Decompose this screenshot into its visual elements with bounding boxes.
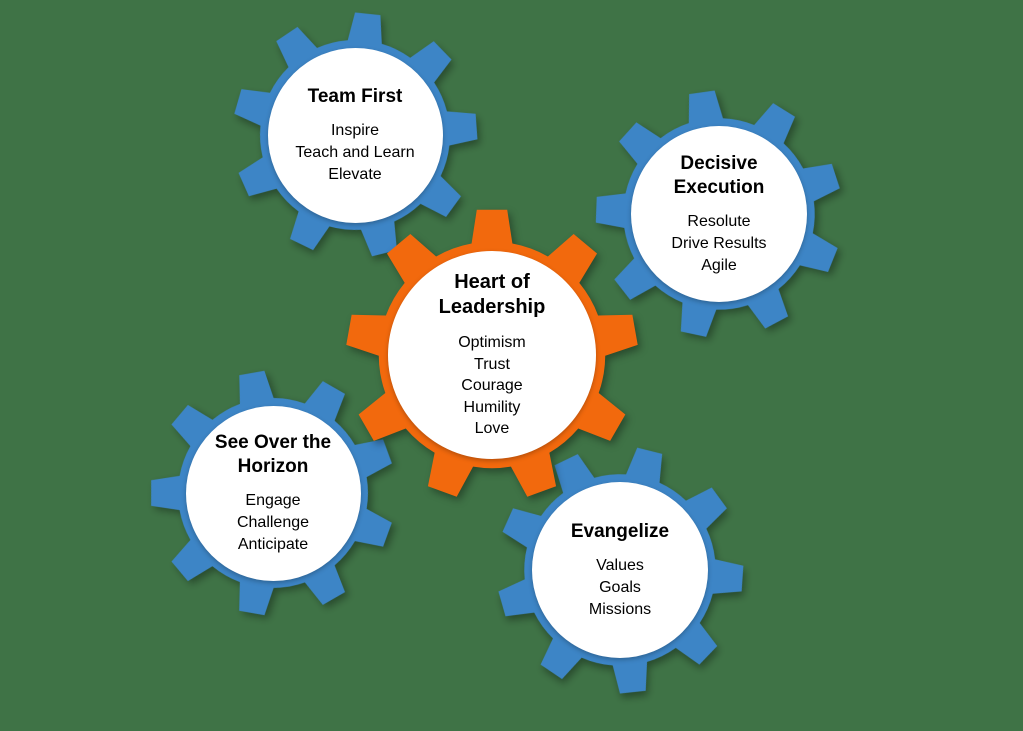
gear-title: Heart of Leadership xyxy=(438,271,546,318)
gear-title: Decisive Execution xyxy=(673,152,765,198)
gear-item: Optimism xyxy=(458,334,526,351)
gear-items: Inspire Teach and Learn Elevate xyxy=(295,120,414,185)
gear-decisive-execution: Decisive Execution Resolute Drive Result… xyxy=(593,88,845,340)
gear-item: Teach and Learn xyxy=(295,144,415,162)
gear-item: Drive Results xyxy=(671,234,767,252)
gear-item: Agile xyxy=(701,256,737,274)
gear-center-circle: Evangelize Values Goals Missions xyxy=(531,481,709,659)
gear-item: Elevate xyxy=(328,165,382,183)
gear-title: See Over the Horizon xyxy=(214,431,332,477)
gear-title: Team First xyxy=(307,85,403,107)
gear-center-circle: See Over the Horizon Engage Challenge An… xyxy=(185,405,361,581)
gear-item: Humility xyxy=(463,398,521,416)
gear-item: Values xyxy=(596,557,644,575)
gear-item: Resolute xyxy=(687,213,751,231)
gear-item: Inspire xyxy=(330,122,379,140)
gear-item: Challenge xyxy=(236,513,310,531)
gear-title: Evangelize xyxy=(570,520,670,542)
gear-item: Goals xyxy=(599,579,641,597)
gear-items: Engage Challenge Anticipate xyxy=(237,490,309,555)
gear-center-circle: Heart of Leadership Optimism Trust Coura… xyxy=(387,250,597,460)
gear-item: Engage xyxy=(245,492,301,510)
gear-items: Resolute Drive Results Agile xyxy=(671,211,766,276)
gear-items: Values Goals Missions xyxy=(589,555,651,620)
gear-center-circle: Team First Inspire Teach and Learn Eleva… xyxy=(267,47,443,223)
gear-heart-of-leadership: Heart of Leadership Optimism Trust Coura… xyxy=(343,206,641,504)
gear-see-over-the-horizon: See Over the Horizon Engage Challenge An… xyxy=(148,368,398,618)
gear-item: Courage xyxy=(461,377,523,395)
gear-item: Trust xyxy=(474,355,510,373)
gear-evangelize: Evangelize Values Goals Missions xyxy=(494,444,746,696)
gear-item: Anticipate xyxy=(237,535,309,553)
gear-items: Optimism Trust Courage Humility Love xyxy=(458,332,526,440)
gear-item: Missions xyxy=(588,600,652,618)
gear-center-circle: Decisive Execution Resolute Drive Result… xyxy=(630,125,808,303)
gear-item: Love xyxy=(474,420,510,438)
gear-team-first: Team First Inspire Teach and Learn Eleva… xyxy=(230,10,480,260)
